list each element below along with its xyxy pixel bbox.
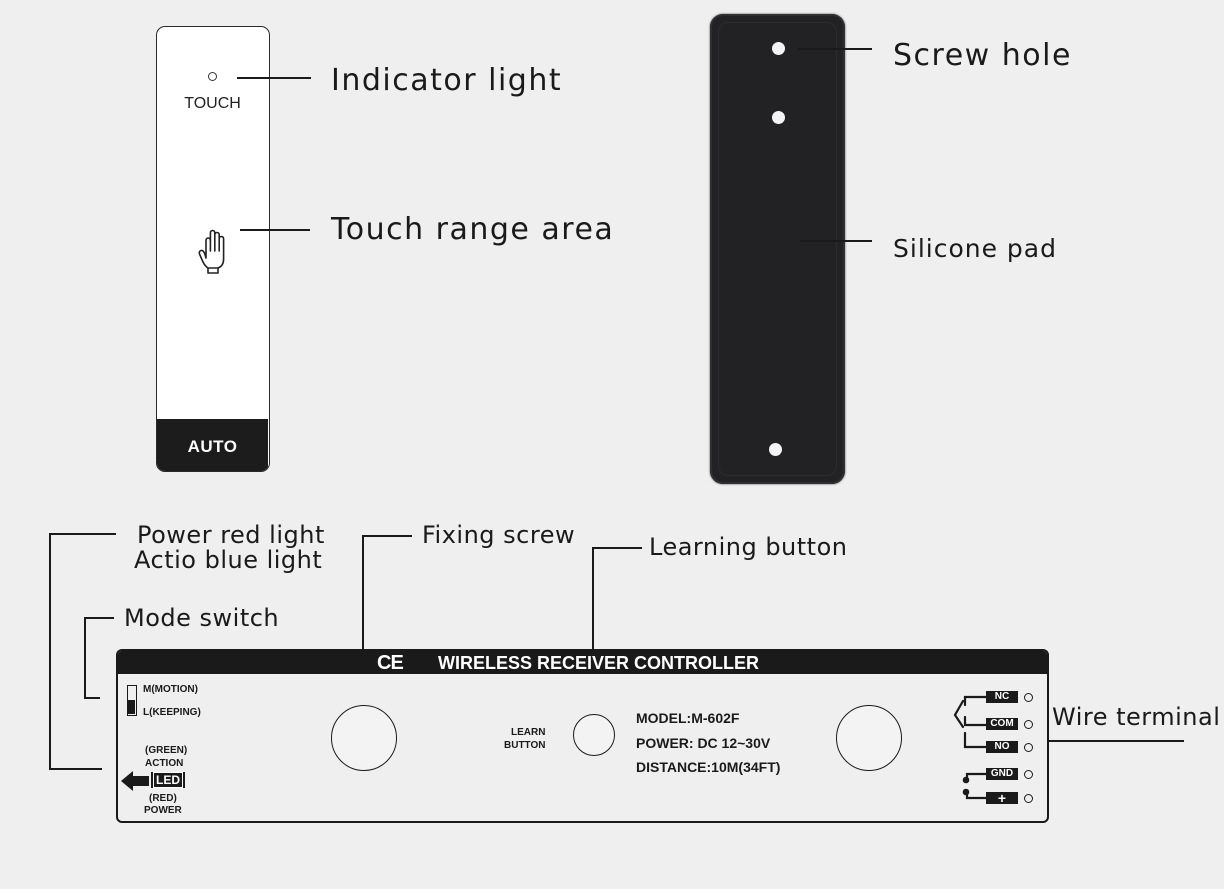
- action-blue-light-label: Actio blue light: [134, 546, 323, 574]
- learning-button-leader-top: [592, 547, 642, 549]
- terminal-gnd: GND: [986, 768, 1018, 780]
- receiver-controller-board: CE WIRELESS RECEIVER CONTROLLER M(MOTION…: [116, 649, 1049, 823]
- learning-button-leader-vertical: [592, 547, 594, 711]
- fixing-screw-label: Fixing screw: [422, 521, 576, 549]
- power-spec-text: POWER: DC 12~30V: [636, 735, 771, 751]
- silicone-pad: [710, 14, 845, 484]
- screw-hole-leader-line: [798, 48, 872, 50]
- auto-band: [157, 419, 268, 471]
- terminal-positive-screw: [1024, 794, 1033, 803]
- screw-hole-bottom: [769, 443, 782, 456]
- screw-hole-middle: [772, 111, 785, 124]
- led-red-text: (RED): [149, 793, 177, 804]
- terminal-com-screw: [1024, 720, 1033, 729]
- mode-switch-leader-vertical: [84, 617, 86, 699]
- touch-text: TOUCH: [184, 95, 241, 112]
- ce-mark: CE: [377, 652, 404, 674]
- led-text: LED: [153, 772, 183, 788]
- indicator-light-dot: [208, 72, 217, 81]
- power-red-light-label: Power red light: [137, 521, 325, 549]
- learn-button[interactable]: [573, 714, 615, 756]
- distance-text: DISTANCE:10M(34FT): [636, 759, 781, 775]
- led-green-text: (GREEN): [145, 745, 188, 756]
- terminal-wiring-icon: [953, 687, 993, 812]
- wire-terminal-label: Wire terminal: [1052, 703, 1221, 731]
- touch-sensor-panel: TOUCH AUTO: [156, 26, 270, 472]
- button-text: BUTTON: [504, 740, 546, 751]
- indicator-leader-line: [237, 77, 311, 79]
- mode-switch-label: Mode switch: [124, 604, 280, 632]
- screw-hole-label: Screw hole: [893, 38, 1072, 73]
- touch-range-label: Touch range area: [331, 212, 615, 247]
- board-header-bar: [118, 651, 1047, 674]
- mode-switch[interactable]: [127, 685, 137, 716]
- power-light-leader-top: [49, 533, 116, 535]
- screw-hole-top: [772, 42, 785, 55]
- terminal-no-screw: [1024, 743, 1033, 752]
- led-power-text: POWER: [144, 805, 182, 816]
- arrow-left-icon: [121, 771, 151, 796]
- hand-icon: [197, 229, 229, 280]
- mode-switch-leader-bottom: [84, 697, 100, 699]
- silicone-pad-label: Silicone pad: [893, 234, 1057, 263]
- silicone-leader-line: [800, 240, 872, 242]
- power-light-leader-vertical: [49, 533, 51, 770]
- terminal-nc: NC: [986, 691, 1018, 703]
- led-action-text: ACTION: [145, 758, 184, 769]
- fixing-screw-leader-top: [362, 535, 412, 537]
- indicator-light-label: Indicator light: [331, 63, 563, 98]
- learn-text: LEARN: [511, 727, 546, 738]
- model-text: MODEL:M-602F: [636, 710, 740, 726]
- power-light-leader-bottom: [49, 768, 102, 770]
- mode-switch-leader-top: [84, 617, 114, 619]
- terminal-nc-screw: [1024, 693, 1033, 702]
- mode-motion-text: M(MOTION): [143, 684, 198, 695]
- fixing-screw-leader-vertical: [362, 535, 364, 700]
- mode-keeping-text: L(KEEPING): [143, 707, 201, 718]
- board-title: WIRELESS RECEIVER CONTROLLER: [438, 653, 760, 673]
- touch-area-leader-line: [240, 229, 310, 231]
- terminal-positive: +: [986, 791, 1018, 805]
- terminal-no: NO: [986, 741, 1018, 753]
- fixing-screw-left: [331, 705, 397, 771]
- learning-button-label: Learning button: [649, 533, 848, 561]
- fixing-screw-right: [836, 705, 902, 771]
- pad-inner-border: [718, 22, 837, 476]
- terminal-com: COM: [986, 718, 1018, 730]
- auto-text: AUTO: [187, 437, 238, 456]
- mode-switch-slider: [128, 700, 135, 714]
- terminal-gnd-screw: [1024, 770, 1033, 779]
- led-indicator: LED: [151, 772, 185, 788]
- wire-terminal-leader-line: [1036, 740, 1184, 742]
